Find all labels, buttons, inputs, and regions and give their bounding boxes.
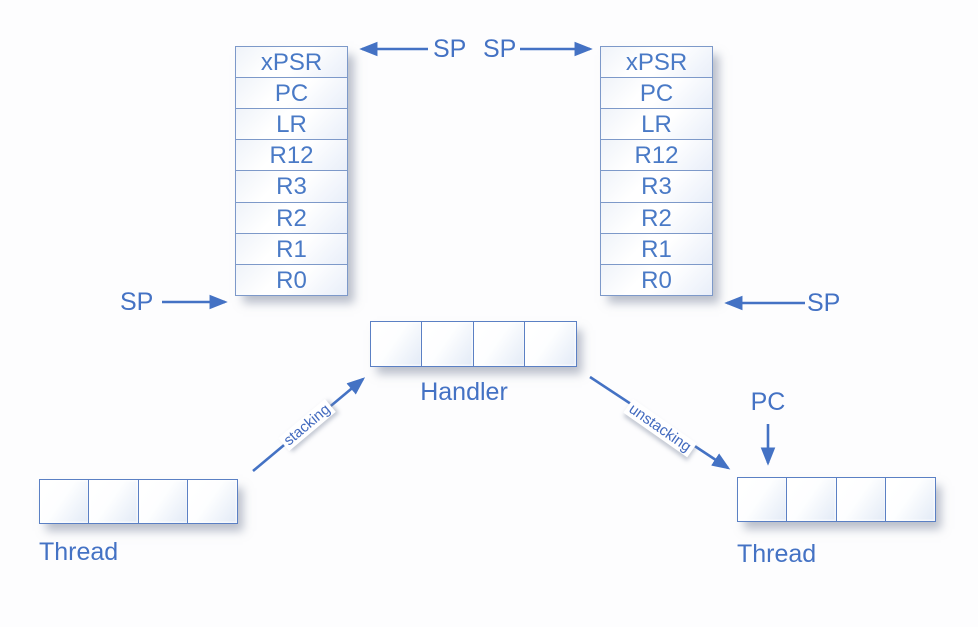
stack-cell-r2: R2 [235, 201, 348, 235]
frame-cell [88, 479, 140, 524]
register-stack-right: xPSR PC LR R12 R3 R2 R1 R0 [600, 46, 713, 297]
stack-cell-r0: R0 [235, 263, 348, 297]
thread-label-left: Thread [39, 538, 119, 566]
stack-cell-lr: LR [235, 108, 348, 141]
frame-cell [39, 479, 90, 524]
frame-cell [421, 321, 475, 367]
sp-label-top-right: SP [483, 35, 517, 63]
stack-cell-r2: R2 [600, 201, 713, 235]
frame-cell [370, 321, 423, 367]
unstacking-label: unstacking [623, 398, 697, 458]
stack-cell-xpsr: xPSR [600, 46, 713, 79]
stack-cell-pc: PC [235, 77, 348, 110]
thread-label-right: Thread [737, 540, 817, 568]
stack-cell-r3: R3 [235, 170, 348, 203]
stack-cell-r3: R3 [600, 170, 713, 203]
stack-cell-r0: R0 [600, 263, 713, 297]
stack-cell-r1: R1 [235, 232, 348, 266]
frame-cell [472, 321, 526, 367]
sp-label-top-left: SP [433, 35, 467, 63]
stack-cell-r1: R1 [600, 232, 713, 266]
frame-cell [524, 321, 578, 367]
handler-stack-frame [370, 321, 578, 367]
frame-cell [137, 479, 189, 524]
frame-cell [885, 477, 937, 522]
frame-cell [187, 479, 239, 524]
sp-label-bottom-right: SP [807, 289, 841, 317]
stack-cell-xpsr: xPSR [235, 46, 348, 79]
thread-stack-frame-right [737, 477, 937, 522]
register-stack-left: xPSR PC LR R12 R3 R2 R1 R0 [235, 46, 348, 297]
sp-label-bottom-left: SP [120, 288, 154, 316]
frame-cell [835, 477, 887, 522]
handler-label: Handler [420, 378, 508, 406]
stack-cell-pc: PC [600, 77, 713, 110]
pc-label: PC [750, 388, 786, 416]
stack-cell-r12: R12 [600, 139, 713, 172]
frame-cell [737, 477, 788, 522]
thread-stack-frame-left [39, 479, 239, 524]
stacking-label: stacking [278, 398, 336, 452]
stack-cell-lr: LR [600, 108, 713, 141]
frame-cell [786, 477, 838, 522]
stack-cell-r12: R12 [235, 139, 348, 172]
